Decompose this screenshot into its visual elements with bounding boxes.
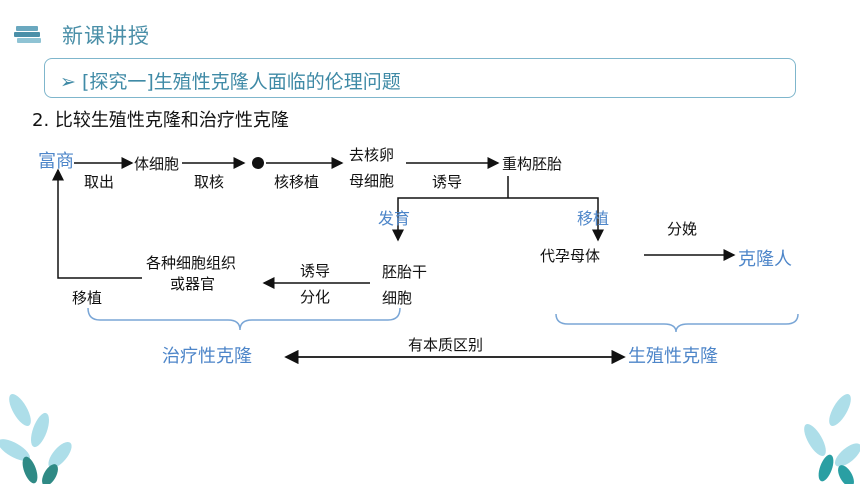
node-stem-cell-line1: 胚胎干 xyxy=(382,263,428,281)
branch-to-stem xyxy=(392,197,508,242)
label-transplant-top: 移植 xyxy=(577,209,610,228)
topic-banner xyxy=(44,58,796,98)
label-therapeutic-cloning: 治疗性克隆 xyxy=(162,346,252,367)
topic-banner-text: ➢ [探究一]生殖性克隆人面临的伦理问题 xyxy=(60,71,401,93)
label-nuclear-transfer: 核移植 xyxy=(274,173,320,191)
node-surrogate-mother: 代孕母体 xyxy=(540,247,601,265)
node-cloned-human: 克隆人 xyxy=(738,249,792,270)
leaf-decoration-left xyxy=(0,394,72,469)
node-tissues-line2: 或器官 xyxy=(170,275,216,293)
brace-reproductive xyxy=(555,313,799,333)
node-rich-merchant: 富商 xyxy=(38,151,74,172)
brace-therapeutic xyxy=(87,307,401,331)
label-delivery: 分娩 xyxy=(667,220,698,238)
label-induce-2-line1: 诱导 xyxy=(300,262,331,280)
node-somatic-cell: 体细胞 xyxy=(134,155,180,173)
label-take-out: 取出 xyxy=(84,173,115,191)
label-take-nucleus: 取核 xyxy=(194,173,225,191)
label-induce-2-line2: 分化 xyxy=(300,288,331,306)
label-induce: 诱导 xyxy=(432,173,463,191)
section-subtitle: 2. 比较生殖性克隆和治疗性克隆 xyxy=(32,110,289,131)
leaf-decoration-right-dark xyxy=(818,454,854,484)
node-reconstructed-embryo: 重构胚胎 xyxy=(502,155,563,173)
label-essential-difference: 有本质区别 xyxy=(408,336,484,354)
node-enucleated-egg-line1: 去核卵 xyxy=(349,146,395,164)
branch-to-surrogate xyxy=(508,197,604,242)
page-title: 新课讲授 xyxy=(62,24,150,48)
label-reproductive-cloning: 生殖性克隆 xyxy=(628,346,718,367)
label-develop: 发育 xyxy=(378,209,411,228)
arrow-transplant-back xyxy=(52,168,142,279)
label-transplant-bottom: 移植 xyxy=(72,289,103,307)
nucleus-dot xyxy=(252,157,264,169)
leaf-decoration-left-dark xyxy=(22,456,58,484)
node-enucleated-egg-line2: 母细胞 xyxy=(349,172,395,190)
leaf-decoration-right xyxy=(804,394,860,467)
books-icon xyxy=(14,26,41,43)
node-tissues-line1: 各种细胞组织 xyxy=(146,254,237,272)
node-stem-cell-line2: 细胞 xyxy=(382,289,413,307)
